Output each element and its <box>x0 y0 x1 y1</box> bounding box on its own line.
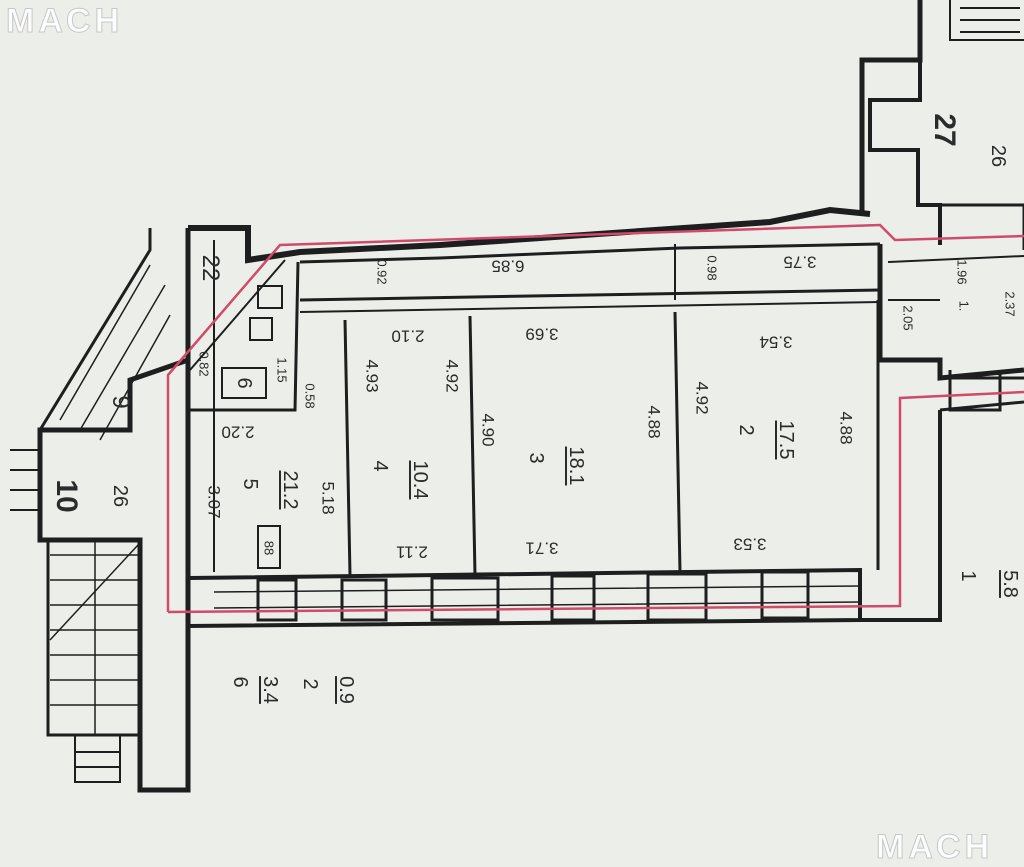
room-5-number: 5 <box>239 478 261 490</box>
partition-corridor-2 <box>299 301 881 313</box>
dim-210: 2.10 <box>391 326 425 346</box>
dim-490: 4.90 <box>478 413 498 447</box>
dim-058: 0.58 <box>302 383 318 409</box>
dim-369: 3.69 <box>525 324 559 344</box>
dim-1: 1. <box>956 300 972 312</box>
dim-307: 3.07 <box>204 485 224 519</box>
stair-bottom-steps <box>74 735 121 783</box>
area-6-number: 6 <box>229 676 251 688</box>
dim-205: 2.05 <box>900 305 916 331</box>
stair-diagonal <box>59 264 171 441</box>
dim-354: 3.54 <box>759 332 793 352</box>
partition-4-right <box>468 315 477 576</box>
area-2-number: 2 <box>299 678 321 690</box>
corridor-width-a: 0.92 <box>374 259 390 285</box>
dim-488a: 4.88 <box>644 405 664 439</box>
sink <box>249 317 273 341</box>
room-4-area: 10.4 <box>409 460 431 500</box>
room-2-number: 2 <box>735 424 757 436</box>
watermark-top: МАСН <box>5 2 124 41</box>
stair-number-9: 9 <box>107 395 134 409</box>
dim-493: 4.93 <box>362 359 382 393</box>
toilet-block <box>190 261 300 412</box>
corridor-right-length: 3.75 <box>783 252 817 272</box>
stair-number-10: 10 <box>50 479 83 513</box>
dim-492b: 4.92 <box>692 381 712 415</box>
stair-floor: 26 <box>109 484 131 508</box>
toilet-fixture <box>221 367 267 399</box>
dim-371: 3.71 <box>525 538 559 558</box>
area-1-number: 1 <box>957 570 979 582</box>
area-2-value: 0.9 <box>335 676 357 704</box>
toilet-fixture-label: 6 <box>233 377 255 389</box>
dim-488b: 4.88 <box>836 411 856 445</box>
area-1-value: 5.8 <box>999 570 1021 598</box>
stair-right-floor: 26 <box>987 144 1009 168</box>
elevator-label: 88 <box>261 540 277 556</box>
area-6-value: 3.4 <box>259 676 281 704</box>
toilet-number: 22 <box>197 254 224 282</box>
watermark-bottom: МАСН <box>875 828 994 867</box>
dim-518: 5.18 <box>318 481 338 515</box>
wall-outer-top <box>188 206 871 264</box>
wall-inner-top <box>299 242 881 264</box>
dim-211: 2.11 <box>396 542 428 562</box>
sink-2 <box>257 285 283 309</box>
room-3-number: 3 <box>525 452 547 464</box>
stair-left-outline <box>37 357 191 793</box>
corridor-width-b: 0.98 <box>704 255 720 281</box>
partition-3-right <box>673 311 682 573</box>
stair-number-27: 27 <box>928 113 961 147</box>
room-5-area: 21.2 <box>279 470 301 510</box>
room-3-area: 18.1 <box>565 446 587 486</box>
toilet-diagonal <box>189 259 286 371</box>
dim-353: 3.53 <box>733 534 767 554</box>
elevator-box <box>257 525 281 569</box>
dim-492a: 4.92 <box>442 359 462 393</box>
apartment-boundary <box>166 223 1024 612</box>
room-4-number: 4 <box>369 460 391 472</box>
wall-bottom <box>186 567 862 629</box>
stair-right-outline <box>859 0 923 214</box>
dim-115: 1.15 <box>274 357 290 383</box>
wall-right <box>877 244 1024 381</box>
dim-196: 1.96 <box>954 259 970 285</box>
dim-237: 2.37 <box>1002 291 1018 317</box>
stair-left-inner <box>46 540 140 737</box>
dim-082: 0.82 <box>196 351 212 377</box>
partition-corridor <box>299 288 881 302</box>
room-2-area: 17.5 <box>775 420 797 460</box>
partition-4-left <box>343 319 352 576</box>
corridor-length: 6.85 <box>491 256 525 276</box>
dim-220: 2.20 <box>221 422 255 442</box>
